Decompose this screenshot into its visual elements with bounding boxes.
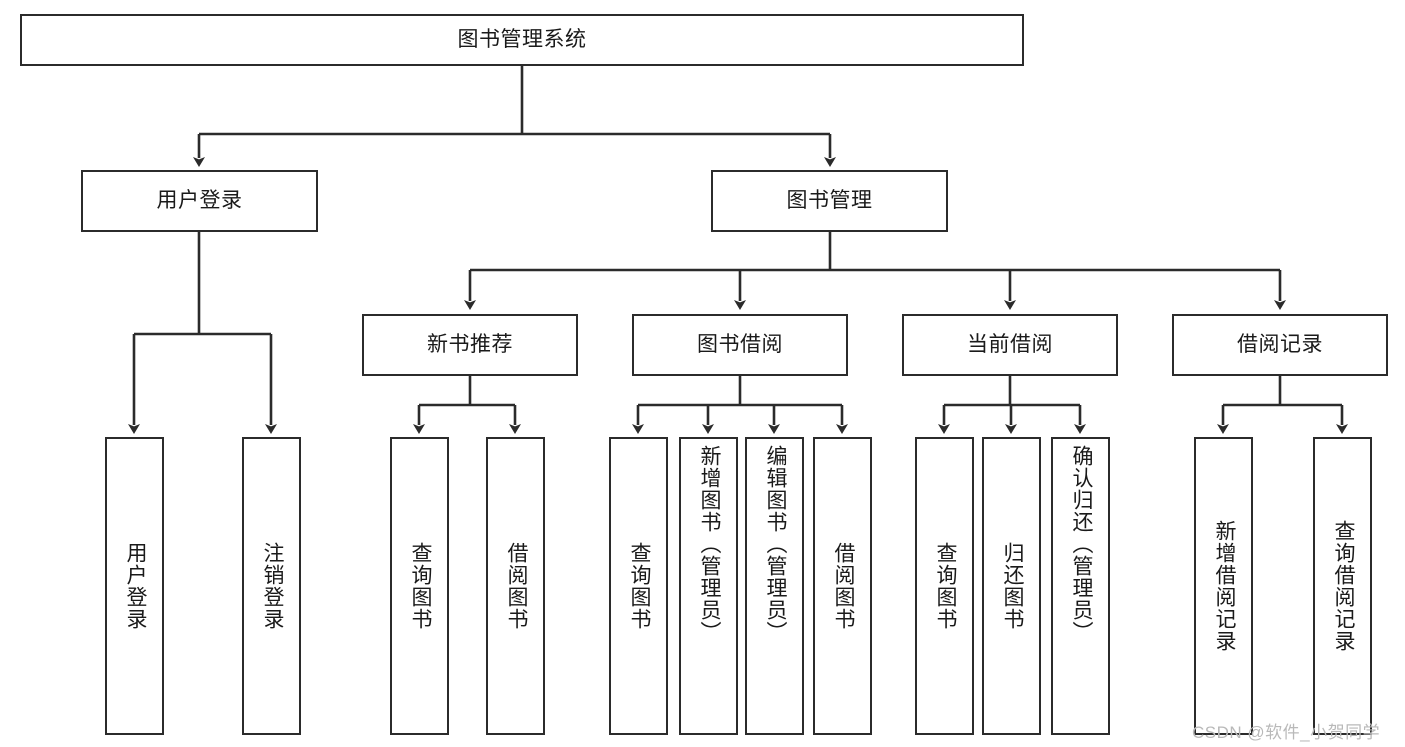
node-label: 查询借阅记录 — [1331, 520, 1355, 652]
leaf-newbook-borrow-book[interactable]: 借阅图书 — [486, 437, 545, 735]
leaf-current-return-book[interactable]: 归还图书 — [982, 437, 1041, 735]
node-label: 查询图书 — [408, 542, 432, 630]
node-label: 确认归还（管理员） — [1069, 445, 1093, 643]
node-book-borrow[interactable]: 图书借阅 — [632, 314, 848, 376]
node-root-book-management-system[interactable]: 图书管理系统 — [20, 14, 1024, 66]
leaf-current-query-book[interactable]: 查询图书 — [915, 437, 974, 735]
node-borrow-records[interactable]: 借阅记录 — [1172, 314, 1388, 376]
node-label: 查询图书 — [933, 542, 957, 630]
leaf-newbook-query-book[interactable]: 查询图书 — [390, 437, 449, 735]
node-label: 图书借阅 — [697, 332, 783, 356]
node-label: 查询图书 — [627, 542, 651, 630]
node-label: 图书管理系统 — [457, 27, 587, 51]
node-label: 图书管理 — [786, 188, 873, 212]
leaf-records-query-record[interactable]: 查询借阅记录 — [1313, 437, 1372, 735]
leaf-borrow-query-book[interactable]: 查询图书 — [609, 437, 668, 735]
node-label: 用户登录 — [156, 188, 243, 212]
node-book-management[interactable]: 图书管理 — [711, 170, 948, 232]
node-label: 新书推荐 — [427, 332, 513, 356]
node-label: 借阅图书 — [831, 542, 855, 630]
node-label: 借阅记录 — [1237, 332, 1323, 356]
node-label: 编辑图书（管理员） — [763, 445, 787, 643]
leaf-current-confirm-return-admin[interactable]: 确认归还（管理员） — [1051, 437, 1110, 735]
node-user-login[interactable]: 用户登录 — [81, 170, 318, 232]
node-new-book-recommend[interactable]: 新书推荐 — [362, 314, 578, 376]
leaf-records-add-record[interactable]: 新增借阅记录 — [1194, 437, 1253, 735]
node-label: 借阅图书 — [504, 542, 528, 630]
leaf-borrow-edit-book-admin[interactable]: 编辑图书（管理员） — [745, 437, 804, 735]
node-current-borrow[interactable]: 当前借阅 — [902, 314, 1118, 376]
node-label: 用户登录 — [123, 542, 147, 630]
node-label: 归还图书 — [1000, 542, 1024, 630]
node-label: 新增借阅记录 — [1212, 520, 1236, 652]
leaf-borrow-borrow-book[interactable]: 借阅图书 — [813, 437, 872, 735]
node-label: 新增图书（管理员） — [697, 445, 721, 643]
node-label: 当前借阅 — [967, 332, 1053, 356]
leaf-user-login-signout[interactable]: 注销登录 — [242, 437, 301, 735]
node-label: 注销登录 — [260, 542, 284, 630]
csdn-watermark: CSDN @软件_小贺同学 — [1192, 723, 1381, 742]
leaf-borrow-add-book-admin[interactable]: 新增图书（管理员） — [679, 437, 738, 735]
leaf-user-login-signin[interactable]: 用户登录 — [105, 437, 164, 735]
